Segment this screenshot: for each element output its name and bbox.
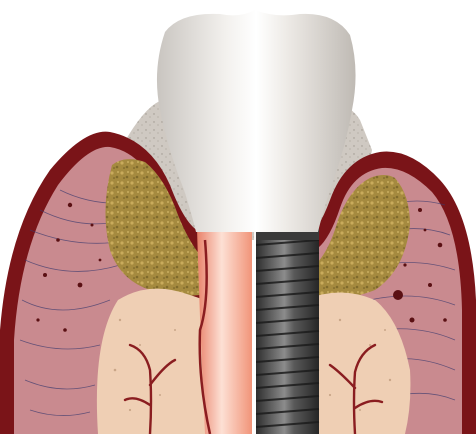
implant-screw [256,228,319,434]
tooth-crown [157,10,356,232]
